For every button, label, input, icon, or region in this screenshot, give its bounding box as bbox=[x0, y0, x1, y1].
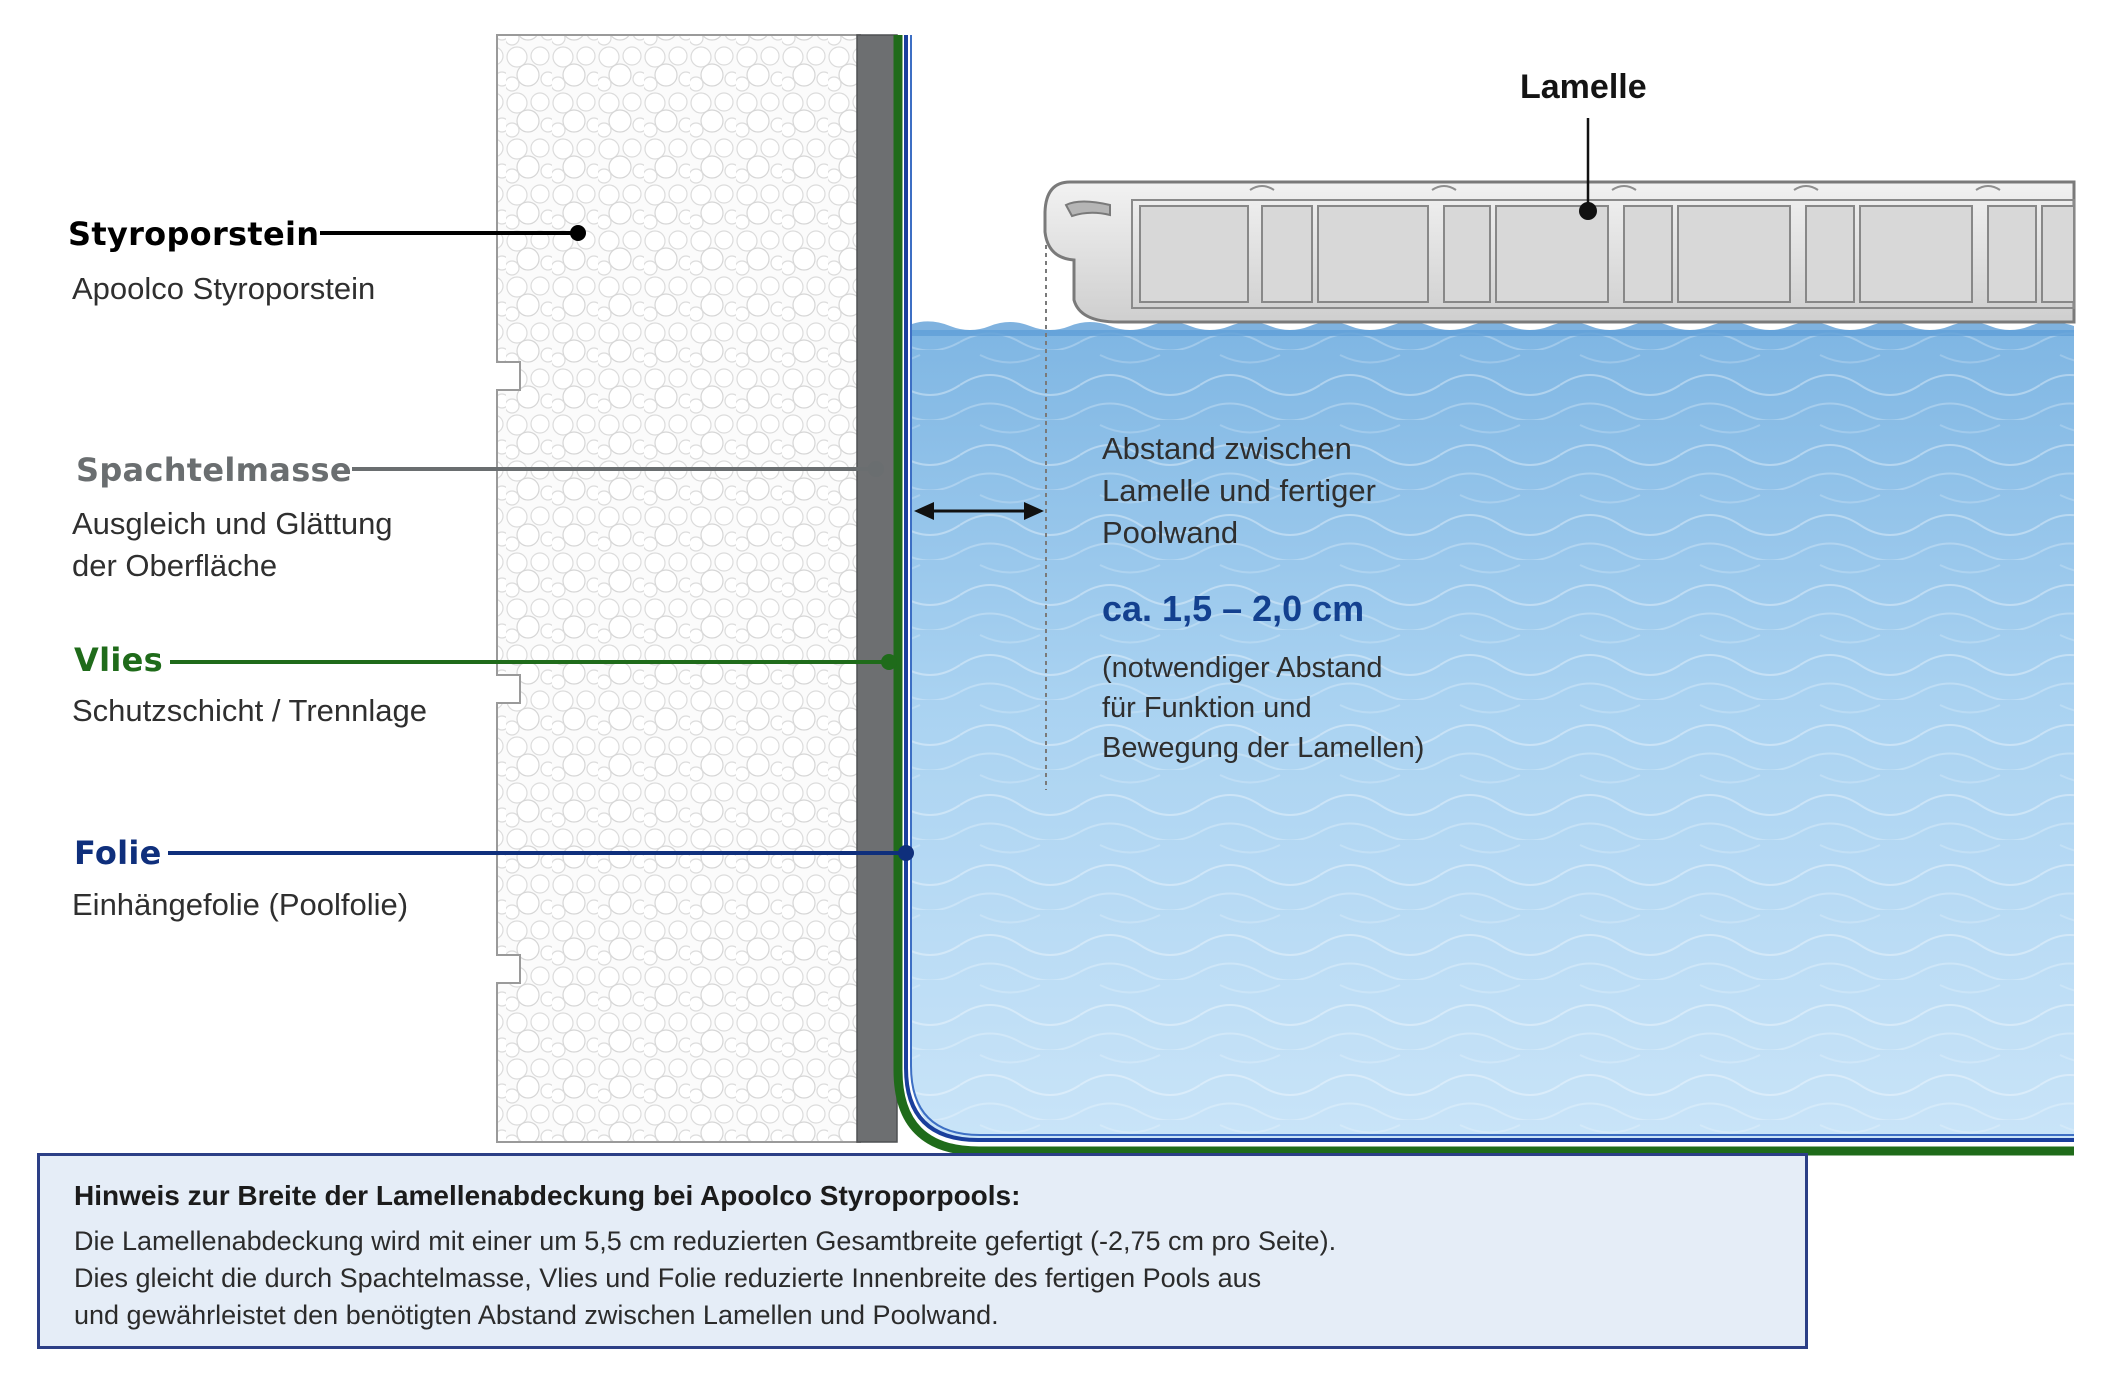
leader-dot-spachtel bbox=[868, 461, 884, 477]
render-layer bbox=[856, 34, 898, 1143]
liner-layer bbox=[904, 35, 2074, 1142]
hint-line: und gewährleistet den benötigten Abstand… bbox=[74, 1300, 999, 1330]
layer-title-spachtel: Spachtelmasse bbox=[76, 451, 352, 489]
leader-dot-vlies bbox=[881, 654, 897, 670]
hint-line: Die Lamellenabdeckung wird mit einer um … bbox=[74, 1226, 1337, 1256]
hint-text: Die Lamellenabdeckung wird mit einer um … bbox=[74, 1223, 1336, 1334]
layer-desc-styropor: Apoolco Styroporstein bbox=[72, 271, 376, 306]
leader-dot-folie bbox=[898, 845, 914, 861]
hint-box: Hinweis zur Breite der Lamellenabdeckung… bbox=[37, 1153, 1808, 1349]
layer-desc-folie: Einhängefolie (Poolfolie) bbox=[72, 887, 409, 922]
styrofoam-block bbox=[496, 34, 861, 1143]
hint-title: Hinweis zur Breite der Lamellenabdeckung… bbox=[74, 1180, 1021, 1211]
gap-arrow bbox=[914, 502, 1044, 520]
layer-title-folie: Folie bbox=[74, 834, 162, 872]
gap-description: Abstand zwischen Lamelle und fertiger Po… bbox=[1102, 431, 1376, 550]
layer-desc-spachtel: Ausgleich und Glättung der Oberfläche bbox=[72, 506, 393, 583]
layer-title-vlies: Vlies bbox=[74, 641, 163, 679]
liner-layer-edge bbox=[910, 35, 2074, 1136]
leader-dot-styropor bbox=[570, 225, 586, 241]
layer-leader-lines bbox=[168, 225, 914, 861]
layer-title-styropor: Styroporstein bbox=[68, 215, 320, 253]
lamelle-slat bbox=[1043, 180, 2076, 324]
lamelle-title: Lamelle bbox=[1520, 68, 1647, 106]
gap-value: ca. 1,5 – 2,0 cm bbox=[1102, 588, 1365, 629]
fleece-layer bbox=[893, 35, 2074, 1156]
pool-water bbox=[912, 321, 2074, 1142]
gap-note: (notwendiger Abstand für Funktion und Be… bbox=[1102, 652, 1425, 764]
hint-line: Dies gleicht die durch Spachtelmasse, Vl… bbox=[74, 1263, 1262, 1293]
layer-desc-vlies: Schutzschicht / Trennlage bbox=[72, 693, 427, 728]
lamelle-leader-dot bbox=[1579, 202, 1597, 220]
